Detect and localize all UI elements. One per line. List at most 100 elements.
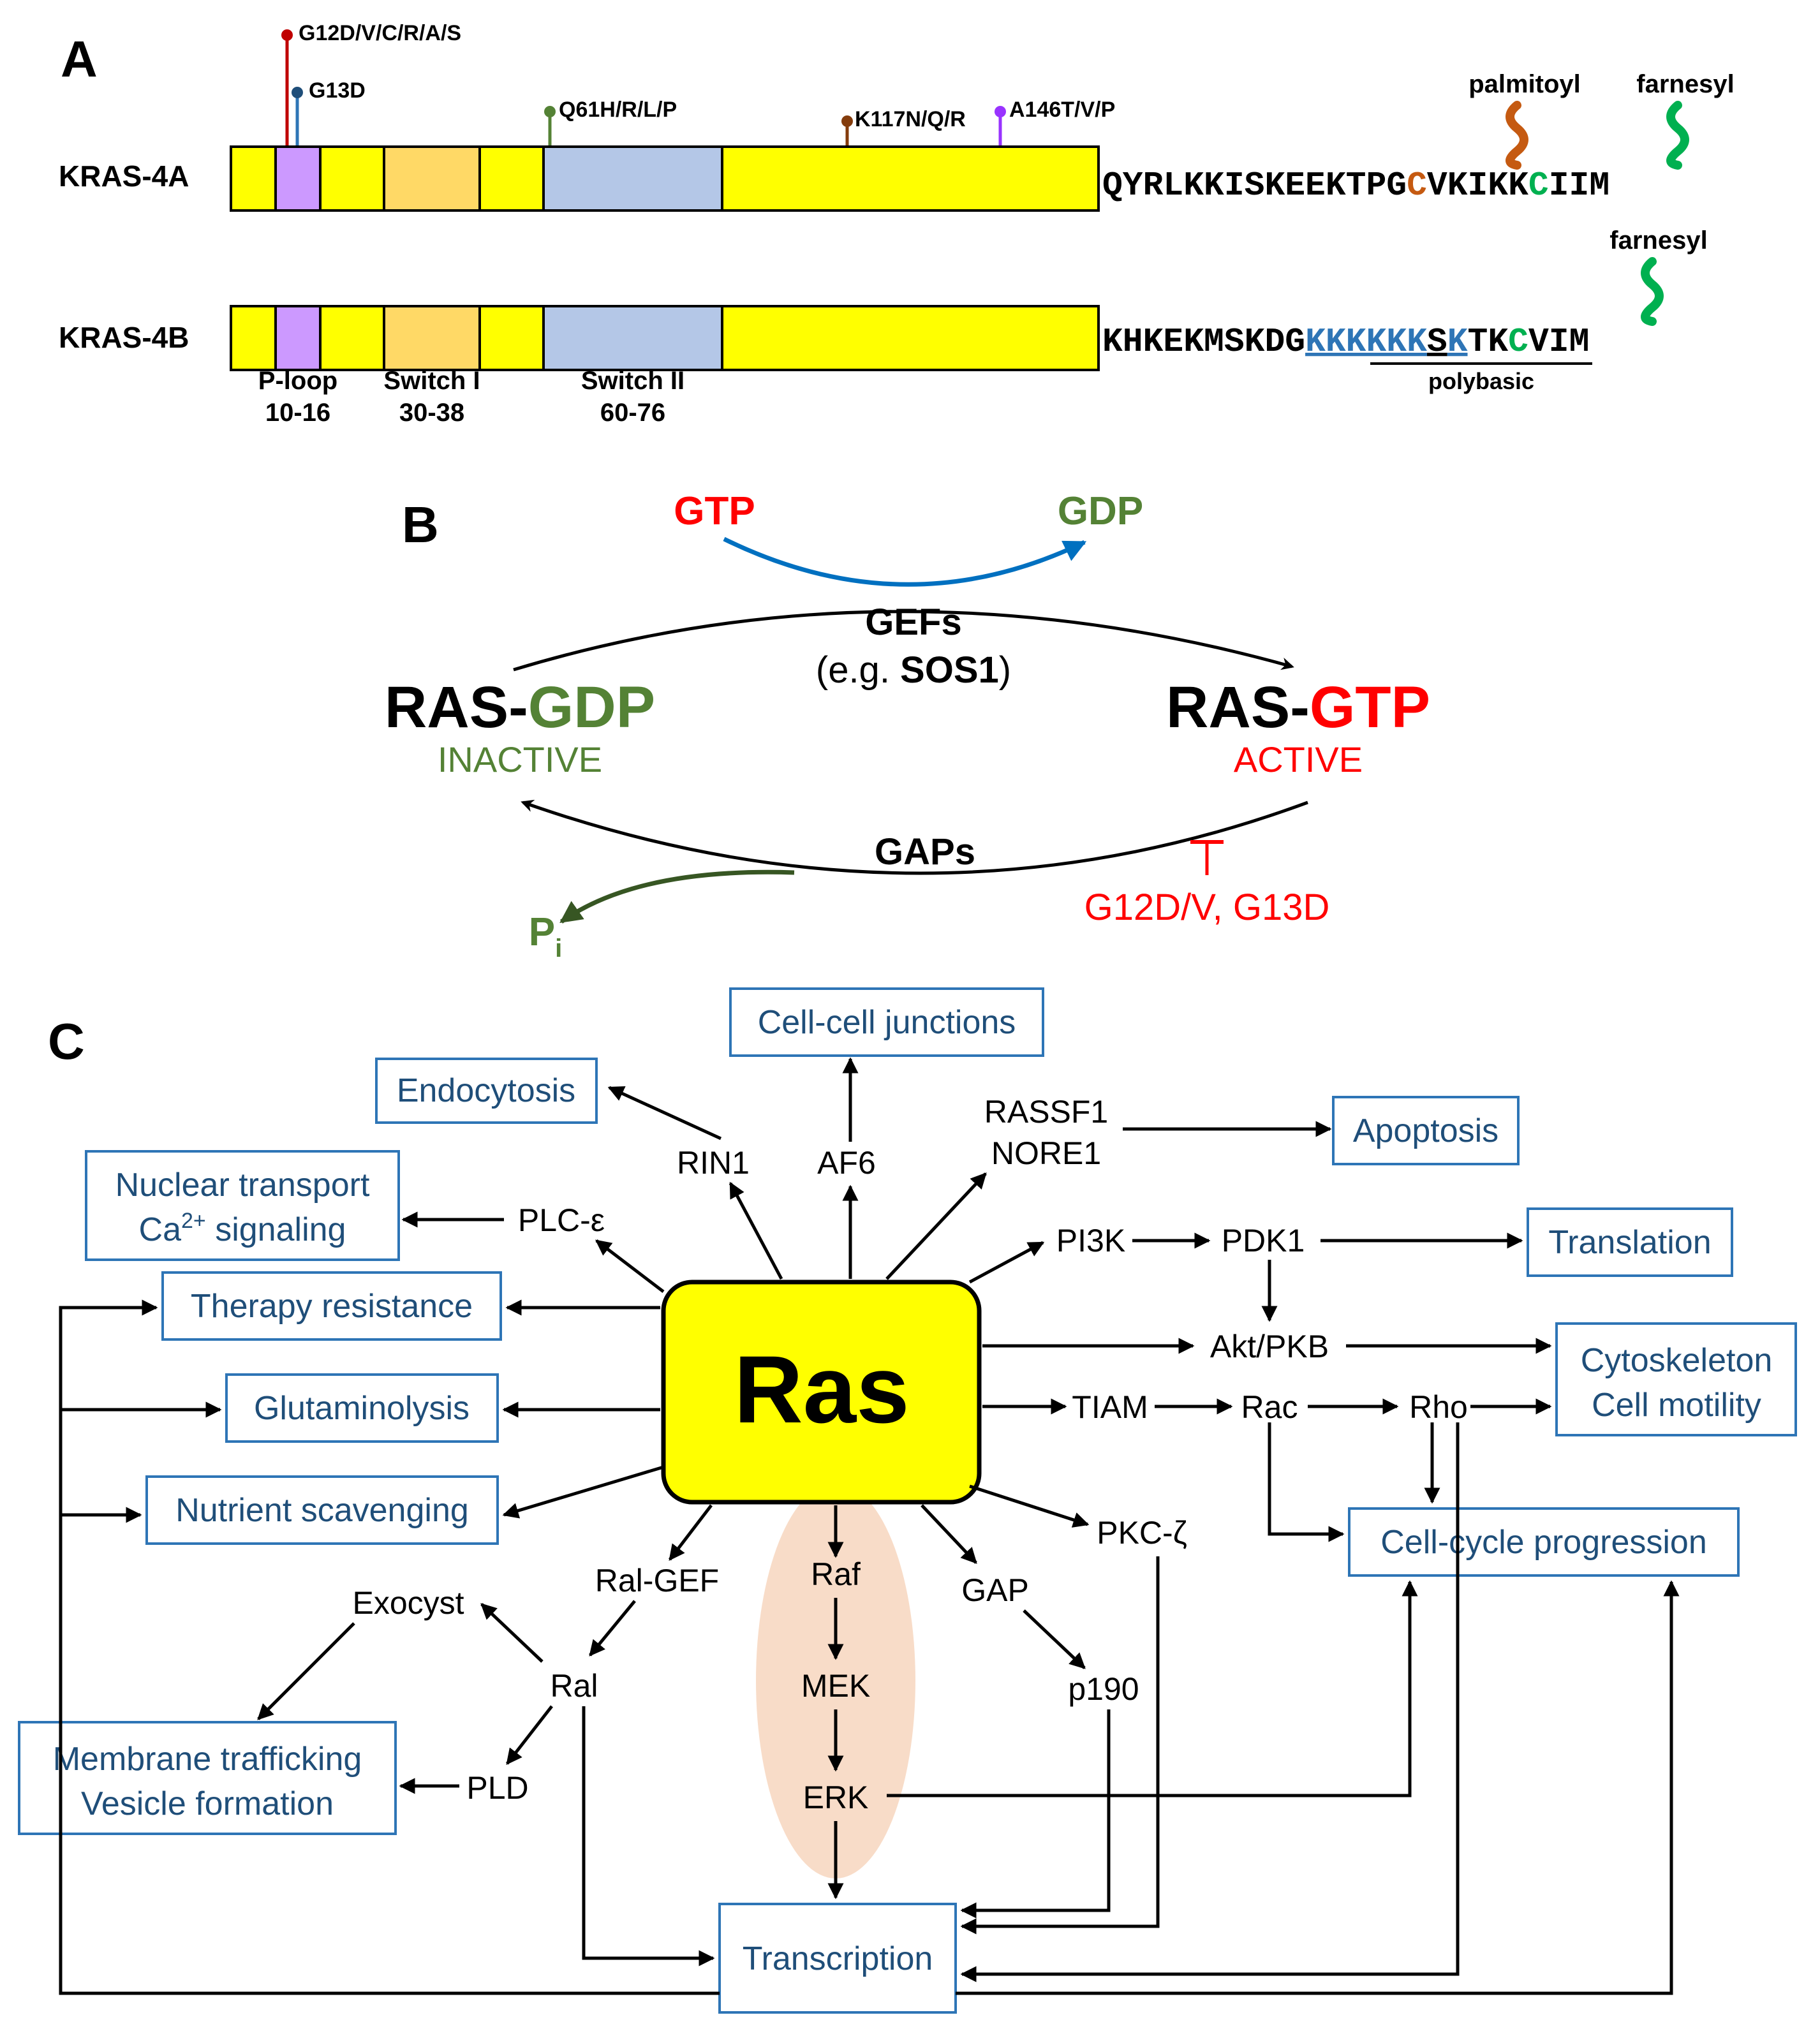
oncogenic-mutants-label: G12D/V, G13D bbox=[1084, 887, 1330, 928]
arrow-ralgef-ral bbox=[589, 1600, 636, 1656]
kras-4b-row: KRAS-4B KHKEKMSKDGKKKKKKSKTKCVIM polybas… bbox=[59, 226, 1708, 394]
gtp-gdp-exchange-arrow bbox=[723, 536, 1087, 587]
kras-4b-switch2 bbox=[542, 305, 723, 371]
endocytosis-label: Endocytosis bbox=[397, 1072, 575, 1109]
kras-4a-sequence: QYRLKKISKEEKTPGCVKIKKCIIM bbox=[1102, 166, 1609, 205]
node-rin1: RIN1 bbox=[677, 1145, 750, 1181]
gefs-label: GEFs bbox=[865, 601, 962, 643]
palmitoyl-label: palmitoyl bbox=[1469, 70, 1581, 98]
arrow-ras-pi3k bbox=[968, 1241, 1045, 1284]
gtp-input: GTP bbox=[674, 489, 755, 533]
arrow-rin1-endocytosis bbox=[607, 1086, 722, 1140]
node-af6: AF6 bbox=[817, 1145, 876, 1181]
node-rac: Rac bbox=[1241, 1389, 1298, 1425]
active-label: ACTIVE bbox=[1234, 739, 1363, 779]
node-pi3k: PI3K bbox=[1056, 1223, 1125, 1258]
ras-box bbox=[661, 1280, 982, 1505]
panel-a-label: A bbox=[61, 31, 98, 87]
kras-4a-ploop bbox=[274, 145, 322, 212]
gdp-output: GDP bbox=[1058, 489, 1143, 533]
palmitoyl-chain-icon bbox=[1506, 101, 1528, 170]
box-endocytosis bbox=[375, 1058, 598, 1124]
arrow-pkcz-transcription bbox=[960, 1556, 1160, 1935]
kras-4a-label: KRAS-4A bbox=[59, 159, 189, 193]
mutation-q61: Q61H/R/L/P bbox=[559, 98, 677, 122]
kras-4b-sequence: KHKEKMSKDGKKKKKKSKTKCVIM bbox=[1102, 323, 1589, 361]
vesicle-formation-label: Vesicle formation bbox=[81, 1785, 334, 1822]
transcription-label: Transcription bbox=[743, 1940, 933, 1977]
box-apoptosis bbox=[1332, 1096, 1520, 1165]
node-plc-epsilon: PLC-ε bbox=[518, 1202, 605, 1238]
membrane-trafficking-label: Membrane trafficking bbox=[53, 1741, 362, 1778]
box-membrane-trafficking bbox=[18, 1721, 397, 1835]
mutation-g12: G12D/V/C/R/A/S bbox=[299, 21, 461, 45]
polybasic-label: polybasic bbox=[1428, 368, 1534, 394]
therapy-resistance-label: Therapy resistance bbox=[191, 1288, 473, 1325]
arrow-ras-ralgef bbox=[669, 1504, 713, 1561]
panel-c: C Ras Cell-cell junctions Endocytosis Ap… bbox=[18, 987, 1797, 2014]
box-translation bbox=[1527, 1207, 1733, 1277]
glutaminolysis-label: Glutaminolysis bbox=[254, 1390, 470, 1427]
arrow-erk-cellcycle bbox=[887, 1580, 1418, 1797]
arrow-ral-pld bbox=[506, 1705, 553, 1765]
pathway-arrows bbox=[59, 1057, 1680, 1995]
pi-label: Pi bbox=[529, 910, 562, 963]
ras-gdp: RAS-GDP bbox=[385, 675, 655, 740]
cell-junctions-label: Cell-cell junctions bbox=[758, 1004, 1016, 1041]
arrow-transcription-therapy bbox=[59, 1299, 720, 1995]
cell-cycle-label: Cell-cycle progression bbox=[1380, 1524, 1707, 1561]
node-pld: PLD bbox=[466, 1770, 528, 1806]
pi-release-arrow bbox=[559, 869, 795, 924]
kras-4b-ploop bbox=[274, 305, 322, 371]
farnesyl-4a-label: farnesyl bbox=[1636, 70, 1734, 98]
switch1-name: Switch I bbox=[383, 367, 480, 395]
box-transcription bbox=[718, 1903, 957, 2014]
ploop-range: 10-16 bbox=[265, 399, 330, 427]
ras-label: Ras bbox=[734, 1336, 909, 1443]
kras-4a-switch1 bbox=[383, 145, 481, 212]
arrow-ras-nutrient bbox=[502, 1465, 664, 1519]
gaps-label: GAPs bbox=[875, 831, 975, 873]
domain-labels: P-loop 10-16 Switch I 30-38 Switch II 60… bbox=[258, 367, 684, 427]
node-p190: p190 bbox=[1068, 1671, 1139, 1707]
node-gap: GAP bbox=[961, 1572, 1029, 1608]
ca-signaling-label: Ca2+ signaling bbox=[139, 1209, 346, 1248]
apoptosis-label: Apoptosis bbox=[1353, 1112, 1498, 1149]
node-tiam: TIAM bbox=[1072, 1389, 1148, 1425]
arrow-transcription-cellcycle bbox=[956, 1580, 1680, 1995]
arrow-rac-cellcycle bbox=[1268, 1422, 1345, 1542]
arrow-gap-p190 bbox=[1023, 1609, 1086, 1669]
farnesyl-4b-chain-icon bbox=[1641, 257, 1664, 326]
kras-4b-label: KRAS-4B bbox=[59, 321, 189, 354]
switch1-range: 30-38 bbox=[399, 399, 464, 427]
arrow-ras-rassf1 bbox=[885, 1172, 987, 1280]
output-boxes: Cell-cell junctions Endocytosis Apoptosi… bbox=[18, 987, 1797, 2014]
node-rho: Rho bbox=[1409, 1389, 1468, 1425]
node-pdk1: PDK1 bbox=[1222, 1223, 1305, 1258]
kras-4a-switch2 bbox=[542, 145, 723, 212]
node-exocyst: Exocyst bbox=[352, 1585, 464, 1621]
farnesyl-4a-chain-icon bbox=[1666, 101, 1689, 170]
mutation-a146: A146T/V/P bbox=[1009, 98, 1115, 122]
arrow-exocyst-membrane bbox=[257, 1622, 355, 1720]
panel-a: A G12D/V/C/R/A/S G13D Q61H/R/L/P K117N/Q… bbox=[59, 21, 1735, 427]
ras-gtp: RAS-GTP bbox=[1166, 675, 1430, 740]
switch2-range: 60-76 bbox=[600, 399, 665, 427]
ploop-name: P-loop bbox=[258, 367, 337, 395]
nutrient-scavenging-label: Nutrient scavenging bbox=[175, 1492, 469, 1529]
node-rassf1: RASSF1 bbox=[984, 1094, 1109, 1130]
arrow-ras-plce bbox=[595, 1239, 665, 1293]
arrow-rho-transcription bbox=[960, 1422, 1460, 1982]
arrow-ras-rin1 bbox=[729, 1181, 783, 1280]
nuclear-transport-label: Nuclear transport bbox=[115, 1167, 370, 1204]
gef-example: (e.g. SOS1) bbox=[816, 649, 1011, 691]
node-ral-gef: Ral-GEF bbox=[595, 1563, 719, 1598]
cell-motility-label: Cell motility bbox=[1592, 1387, 1761, 1424]
box-nuclear-transport bbox=[85, 1150, 400, 1261]
arrow-ral-exocyst bbox=[480, 1603, 544, 1663]
panel-b-label: B bbox=[402, 496, 439, 553]
panel-c-label: C bbox=[48, 1013, 85, 1070]
node-mek: MEK bbox=[801, 1668, 870, 1704]
mutation-markers: G12D/V/C/R/A/S G13D Q61H/R/L/P K117N/Q/R… bbox=[281, 21, 1115, 147]
